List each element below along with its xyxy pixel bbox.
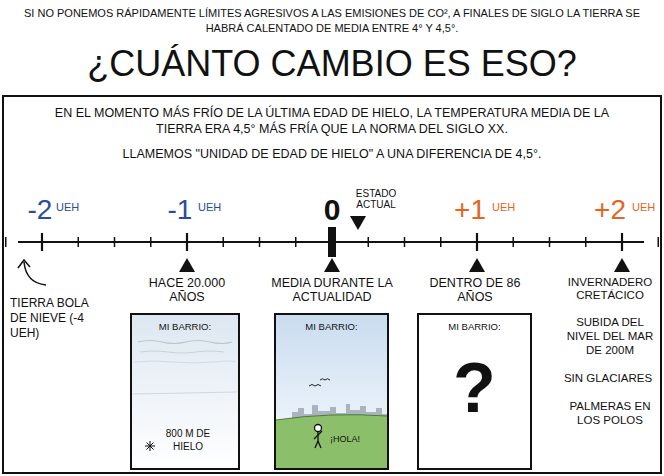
ice-sky — [132, 315, 238, 468]
axis-tick — [513, 237, 515, 247]
axis-tick — [150, 237, 152, 247]
snowball-arrow — [18, 260, 46, 285]
scene-panel: MI BARRIO:? — [417, 313, 532, 470]
timeline-caption: TIERRA BOLA DE NIEVE (-4 UEH) — [10, 296, 105, 341]
mystery-mark: ? — [419, 353, 530, 423]
timeline-caption: MEDIA DURANTE LA ACTUALIDAD — [264, 276, 400, 305]
speech-text: ¡HOLA! — [330, 434, 380, 445]
present-sky — [276, 315, 387, 419]
panel-heading: MI BARRIO: — [419, 321, 530, 333]
axis-tick — [368, 237, 370, 247]
axis-tick — [585, 237, 587, 247]
scale-value: +1 — [448, 195, 492, 226]
axis-tick — [78, 237, 80, 247]
cloud-streak — [140, 351, 224, 353]
scale-value: +2 — [588, 195, 632, 226]
intro-text: LLAMEMOS "UNIDAD DE EDAD DE HIELO" A UNA… — [32, 147, 632, 163]
stick-figure — [314, 425, 322, 449]
scale-value: 0 — [312, 193, 352, 226]
axis-tick — [41, 233, 43, 251]
marker-triangles — [179, 216, 630, 272]
scale-value: -1 — [160, 195, 200, 226]
ice-surface — [133, 392, 237, 394]
cloud-streak — [138, 341, 232, 344]
scale-value: -2 — [20, 195, 60, 226]
panel-heading: MI BARRIO: — [276, 321, 387, 333]
axis-tick — [404, 237, 406, 247]
panel-note: 800 M DE HIELO — [158, 428, 218, 453]
timeline-caption: INVERNADERO CRETÁCICO — [558, 276, 662, 302]
you-are-here-mark — [145, 441, 155, 451]
panel-heading: MI BARRIO: — [132, 321, 238, 333]
scene-panel: MI BARRIO: ¡HOLA! — [274, 313, 389, 470]
intro-text: EN EL MOMENTO MÁS FRÍO DE LA ÚLTIMA EDAD… — [32, 106, 632, 137]
zero-mark — [328, 227, 336, 257]
fact-note: SUBIDA DEL NIVEL DEL MAR DE 200M — [562, 316, 658, 357]
unit-label: UEH — [632, 201, 662, 213]
birds — [309, 379, 330, 386]
unit-label: UEH — [56, 201, 90, 213]
unit-label: UEH — [492, 201, 526, 213]
axis-tick — [476, 233, 478, 251]
axis-tick — [295, 237, 297, 247]
axis-tick — [186, 233, 188, 251]
cloud-streak — [134, 361, 236, 363]
fact-note: PALMERAS EN LOS POLOS — [562, 400, 658, 428]
scene-panel: MI BARRIO: 800 M DE HIELO — [130, 313, 240, 470]
horizon — [276, 415, 387, 420]
fact-note: SIN GLACIARES — [558, 372, 658, 386]
axis-tick — [549, 237, 551, 247]
ground — [276, 415, 387, 468]
timeline-caption: DENTRO DE 86 AÑOS — [419, 276, 531, 305]
timeline-caption: HACE 20.000 AÑOS — [135, 276, 239, 305]
intro-note: SI NO PONEMOS RÁPIDAMENTE LÍMITES AGRESI… — [12, 6, 652, 36]
axis-tick — [223, 237, 225, 247]
axis-tick — [5, 237, 7, 247]
timeline-axis — [0, 227, 658, 257]
axis-tick — [259, 237, 261, 247]
marker-label: ESTADO ACTUAL — [346, 188, 406, 210]
axis-tick — [621, 233, 623, 251]
main-title: ¿CUÁNTO CAMBIO ES ESO? — [0, 44, 664, 84]
axis-tick — [440, 237, 442, 247]
axis-tick — [114, 237, 116, 247]
unit-label: UEH — [198, 201, 232, 213]
axis-tick — [658, 237, 660, 247]
